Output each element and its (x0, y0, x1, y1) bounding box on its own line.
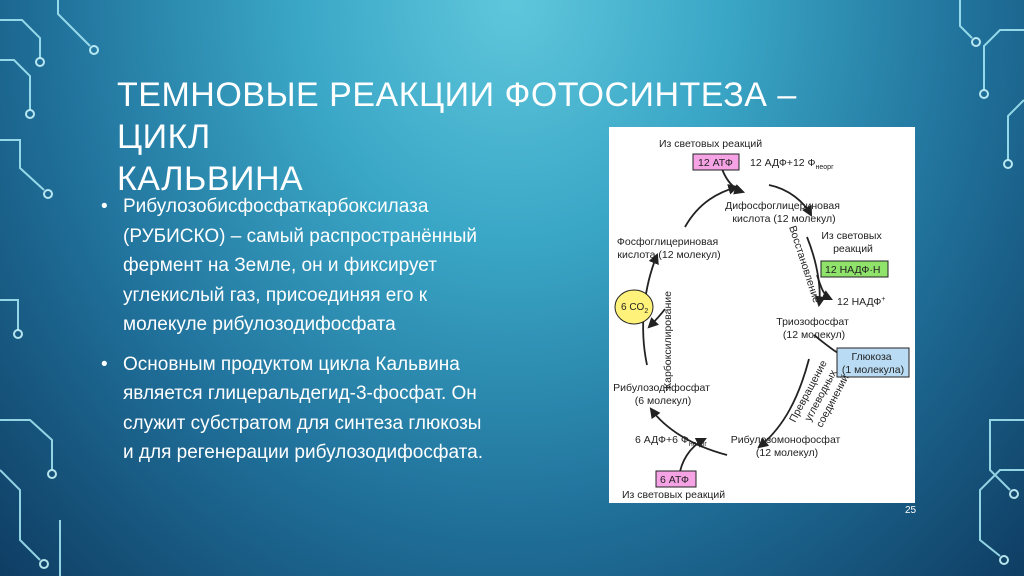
arrow-atp-top (721, 168, 746, 195)
nadp-label: 12 НАДФ+ (837, 296, 886, 308)
calvin-cycle-diagram: Из световых реакций 12 АТФ 12 АДФ+12 Фне… (609, 127, 915, 503)
glucose-box (836, 347, 910, 378)
arrow-co2 (647, 308, 666, 329)
right-source-label: Из световых реакций (821, 230, 884, 255)
bullet-line: фермент на Земле, он и фиксирует (123, 255, 437, 276)
bullet-line: и для регенерации рибулозодифосфата. (123, 442, 483, 463)
dpga-label: Дифосфоглицериновая кислота (12 молекул) (725, 200, 843, 225)
rump-label: Рибулозомонофосфат (12 молекул) (731, 434, 844, 459)
atp6-label: 6 АТФ (660, 474, 689, 486)
triose-label: Триозофосфат (12 молекул) (776, 316, 852, 341)
top-source-label: Из световых реакций (659, 138, 762, 150)
adp6-label: 6 АДФ+6 Фнеорг (635, 434, 707, 448)
bottom-source-label: Из световых реакций (622, 489, 725, 501)
arrow-nadph (816, 274, 833, 300)
pga-label: Фосфоглицериновая кислота (12 молекул) (617, 236, 721, 261)
bullet-line: служит субстратом для синтеза глюкозы (123, 412, 482, 434)
bullet-line: молекуле рибулозодифосфата (123, 314, 396, 335)
atp12-box (692, 153, 740, 171)
nadph-box (820, 260, 889, 278)
bullet-marker: • (101, 353, 108, 375)
co2-circle (614, 289, 654, 325)
atp12-label: 12 АТФ (698, 157, 733, 169)
bullet-line: углекислый газ, присоединяя его к (123, 284, 428, 306)
slide-title: ТЕМНОВЫЕ РЕАКЦИИ ФОТОСИНТЕЗА – ЦИКЛ КАЛЬ… (117, 74, 877, 200)
bullet-list: • Рибулозобисфосфаткарбоксилаза (РУБИСКО… (101, 192, 503, 478)
bullet-item-rubisco: • Рибулозобисфосфаткарбоксилаза (РУБИСКО… (101, 192, 503, 340)
carboxylation-label: Карбоксилирование (662, 291, 674, 389)
nadph-label: 12 НАДФ·Н (825, 264, 880, 276)
arc-top-left (684, 184, 740, 228)
title-line-2: КАЛЬВИНА (117, 160, 304, 198)
bullet-line: Рибулозобисфосфаткарбоксилаза (123, 196, 429, 217)
bullet-marker: • (101, 196, 108, 217)
bullet-line: Основным продуктом цикла Кальвина (123, 353, 460, 375)
bullet-item-product: • Основным продуктом цикла Кальвина явля… (101, 350, 503, 468)
reduction-label: Восстановление (786, 224, 822, 304)
arc-top-right (768, 184, 813, 217)
atp6-box (655, 470, 697, 488)
arc-bottom (649, 407, 728, 456)
title-line-1: ТЕМНОВЫЕ РЕАКЦИИ ФОТОСИНТЕЗА – ЦИКЛ (117, 76, 797, 156)
co2-label: 6 CO2 (621, 302, 648, 315)
bullet-line: является глицеральдегид-3-фосфат. Он (123, 383, 477, 404)
arc-right-lower (757, 358, 810, 449)
page-number: 25 (905, 505, 917, 516)
adp12-label: 12 АДФ+12 Фнеорг (750, 157, 834, 171)
bullet-line: (РУБИСКО) – самый распространённый (123, 225, 477, 247)
glucose-label: Глюкоза (1 молекула) (842, 351, 904, 376)
rudp-label: Рибулозодифосфат (6 молекул) (613, 382, 713, 407)
